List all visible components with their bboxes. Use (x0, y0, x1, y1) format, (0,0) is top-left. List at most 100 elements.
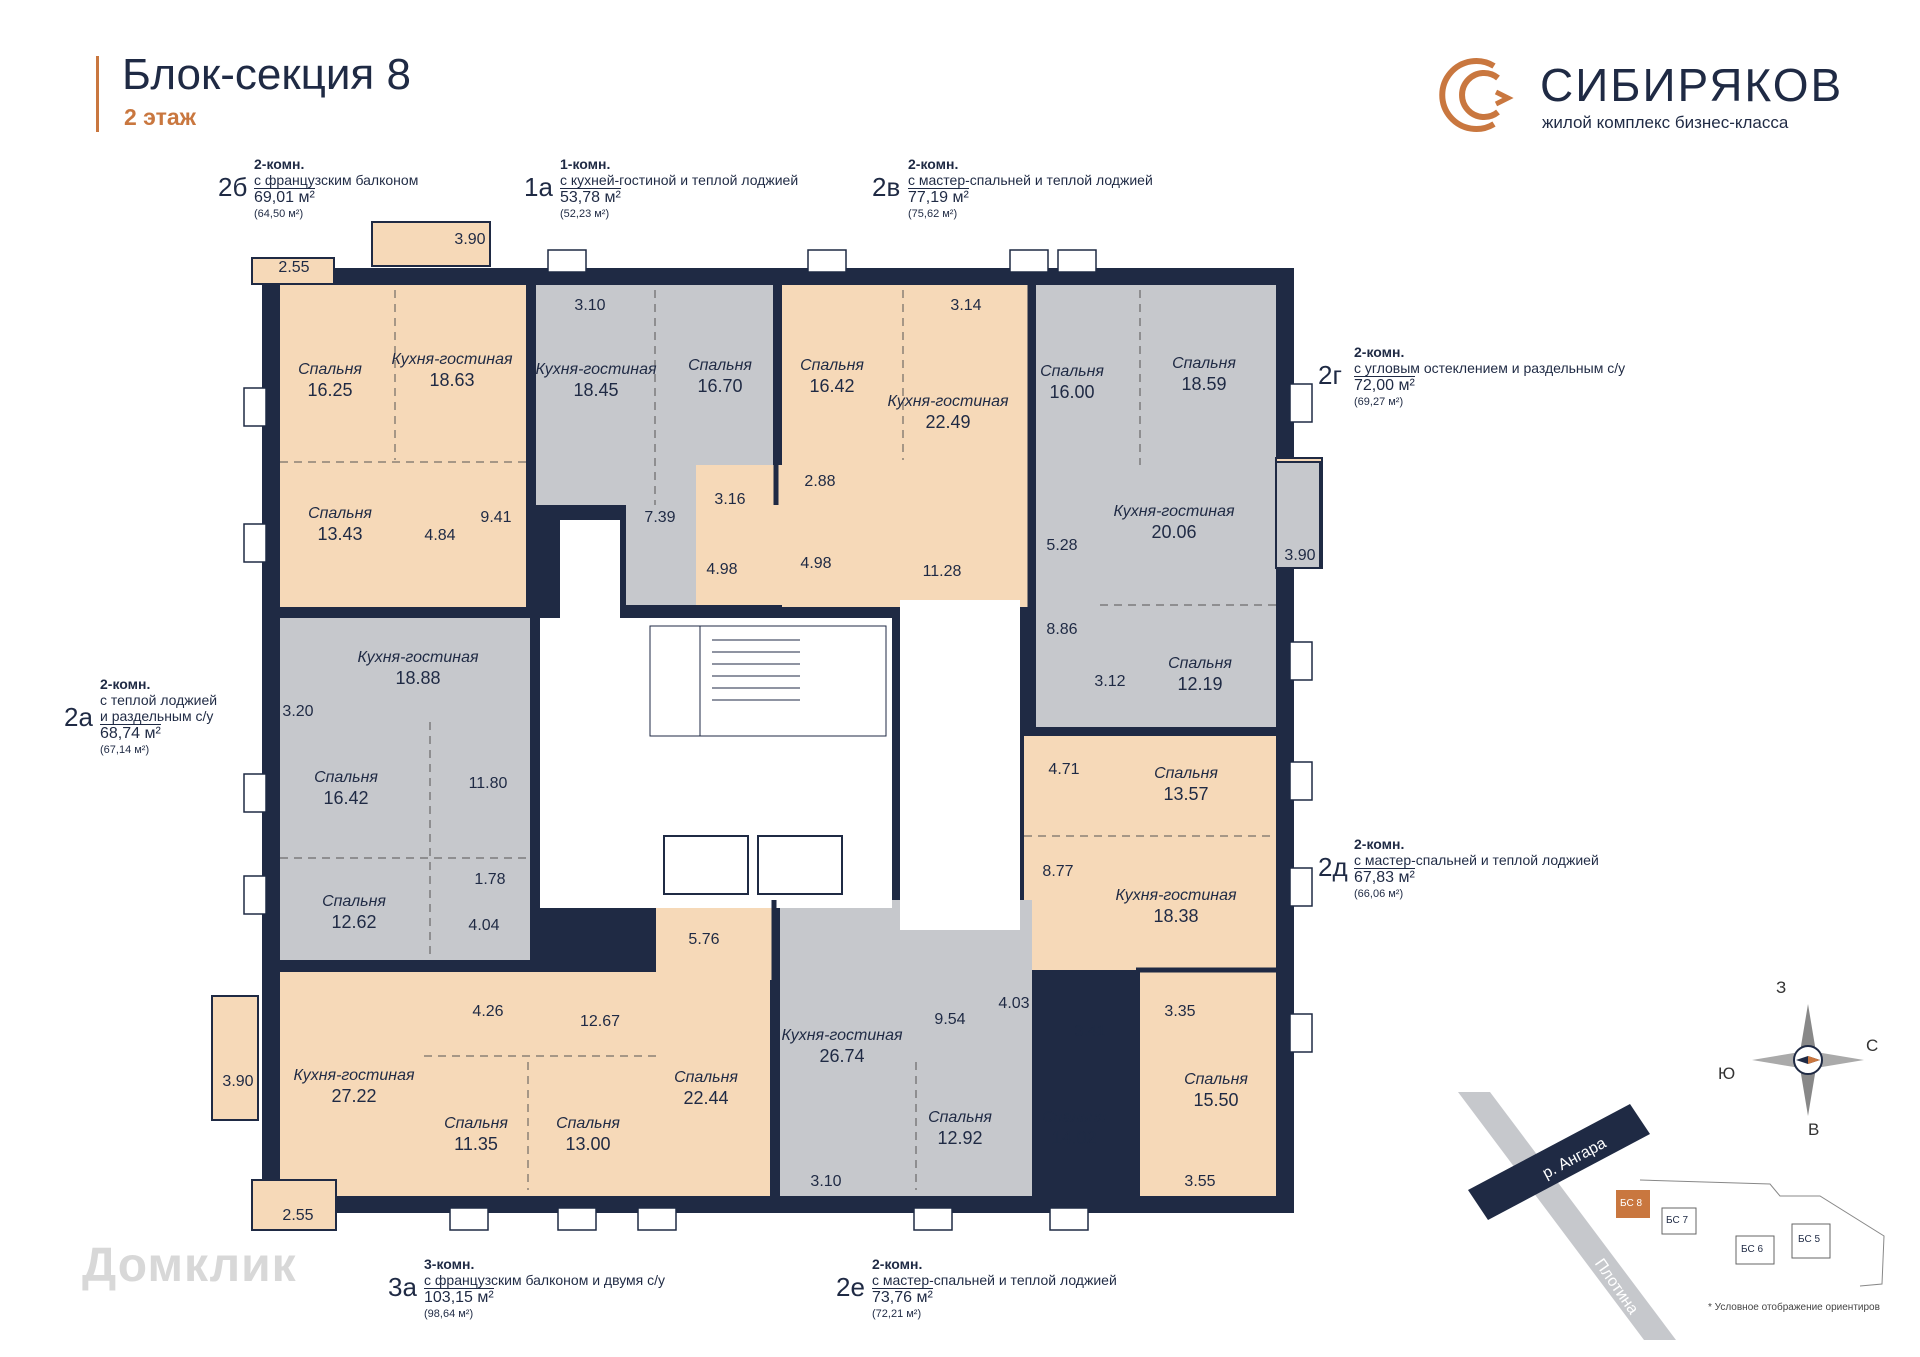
compass-east: С (1866, 1036, 1879, 1055)
floor-label: 2 этаж (124, 104, 196, 130)
area-label: 4.04 (468, 917, 500, 934)
apt-desc: с угловым остеклением и раздельным с/у (1354, 360, 1626, 376)
apt-area: 69,01 м² (254, 188, 315, 206)
area-label: 2.55 (278, 259, 310, 276)
apt-area: 68,74 м² (100, 724, 161, 742)
area-label: 11.80 (468, 775, 508, 792)
apt-rooms: 2-комн. (254, 156, 305, 172)
apt-desc: с мастер-спальней и теплой лоджией (1354, 852, 1599, 868)
area-label: 5.76 (688, 931, 720, 948)
apt-area-alt: (64,50 м²) (254, 208, 304, 220)
apt-rooms: 2-комн. (908, 156, 959, 172)
apt-code: 3а (388, 1272, 417, 1302)
area-label: 3.90 (222, 1073, 254, 1090)
area-label: 3.16 (714, 491, 746, 508)
area-label: 4.03 (998, 995, 1030, 1012)
apt-desc-2: и раздельным с/у (100, 708, 214, 724)
apt-rooms: 1-комн. (560, 156, 611, 172)
apt-rooms: 3-комн. (424, 1256, 475, 1272)
apt-code: 2б (218, 172, 248, 202)
area-label: 2.88 (804, 473, 836, 490)
compass-south: В (1808, 1120, 1820, 1139)
apt-rooms: 2-комн. (1354, 344, 1405, 360)
apt-area-alt: (98,64 м²) (424, 1308, 474, 1320)
apt-area-alt: (52,23 м²) (560, 208, 610, 220)
area-label: 3.55 (1184, 1173, 1216, 1190)
apt-area: 67,83 м² (1354, 868, 1415, 886)
page-title: Блок-секция 8 (122, 50, 411, 99)
area-label: 4.26 (472, 1003, 504, 1020)
area-label: 8.86 (1046, 621, 1078, 638)
area-label: 4.71 (1048, 761, 1080, 778)
area-label: 3.12 (1094, 673, 1126, 690)
area-label: 12.67 (579, 1013, 621, 1030)
area-label: 3.14 (950, 297, 982, 314)
orientation-note: * Условное отображение ориентиров (1708, 1302, 1880, 1313)
brand-name: СИБИРЯКОВ (1540, 59, 1844, 111)
apt-area: 103,15 м² (424, 1288, 494, 1306)
apt-code: 2в (872, 172, 901, 202)
area-label: 3.90 (454, 231, 486, 248)
apt-area: 72,00 м² (1354, 376, 1415, 394)
apt-desc: с французским балконом (254, 172, 419, 188)
bs8-label: БС 8 (1620, 1198, 1643, 1209)
area-label: 4.98 (800, 555, 832, 572)
area-label: 3.20 (282, 703, 314, 720)
apt-desc: с теплой лоджией (100, 692, 218, 708)
bs7-label: БС 7 (1666, 1215, 1689, 1226)
brand-logo (1439, 58, 1514, 132)
area-label: 3.10 (810, 1173, 842, 1190)
area-label: 9.41 (480, 509, 512, 526)
compass-west: Ю (1718, 1064, 1736, 1083)
apt-desc: с мастер-спальней и теплой лоджией (908, 172, 1153, 188)
area-label: 5.28 (1046, 537, 1078, 554)
area-label: 8.77 (1042, 863, 1074, 880)
apt-rooms: 2-комн. (872, 1256, 923, 1272)
area-label: 3.10 (574, 297, 606, 314)
apt-code: 2г (1318, 360, 1342, 390)
area-label: 11.28 (922, 563, 962, 580)
apt-area: 73,76 м² (872, 1288, 933, 1306)
area-label: 7.39 (644, 509, 676, 526)
apt-area-alt: (75,62 м²) (908, 208, 958, 220)
apt-desc: с кухней-гостиной и теплой лоджией (560, 172, 799, 188)
area-label: 9.54 (934, 1011, 966, 1028)
watermark: Домклик (82, 1239, 297, 1292)
area-label: 4.98 (706, 561, 738, 578)
area-label: 3.35 (1164, 1003, 1196, 1020)
apt-area-alt: (72,21 м²) (872, 1308, 922, 1320)
brand-subtitle: жилой комплекс бизнес-класса (1542, 113, 1789, 132)
apt-desc: с мастер-спальней и теплой лоджией (872, 1272, 1117, 1288)
apt-code: 2е (836, 1272, 865, 1302)
header-divider (96, 56, 99, 132)
area-label: 3.90 (1284, 547, 1316, 564)
apt-code: 2а (64, 702, 93, 732)
apt-rooms: 2-комн. (1354, 836, 1405, 852)
area-label: 4.84 (424, 527, 456, 544)
apt-area-alt: (66,06 м²) (1354, 888, 1404, 900)
apt-rooms: 2-комн. (100, 676, 151, 692)
